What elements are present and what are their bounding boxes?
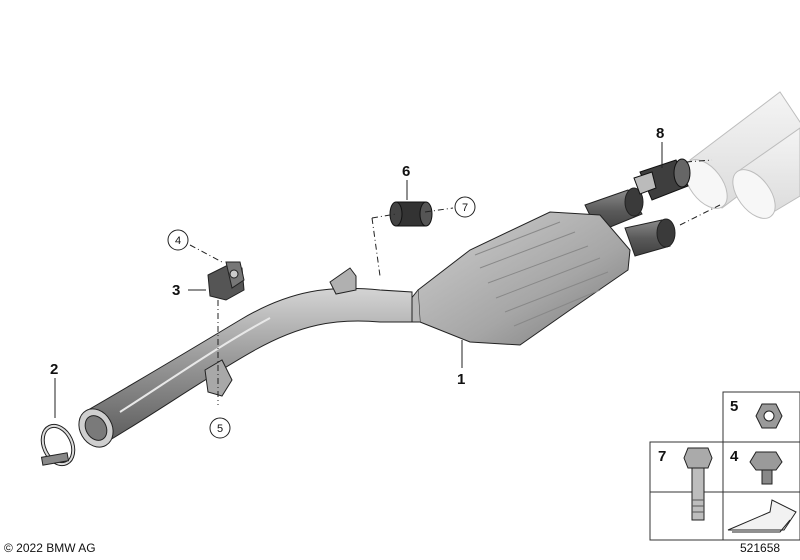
rubber-sleeve-icon (389, 201, 433, 227)
direction-arrow-icon (727, 499, 797, 533)
callout-1: 1 (457, 371, 465, 388)
callout-6: 6 (402, 163, 410, 180)
copyright-text: © 2022 BMW AG (4, 541, 96, 555)
legend-number-nut: 5 (730, 398, 739, 415)
bolt-icon (749, 451, 783, 485)
front-pipe (78, 287, 413, 448)
diagram-id: 521658 (740, 541, 781, 555)
legend-number-bolt: 4 (730, 448, 739, 465)
legend-panel (649, 391, 800, 541)
rear-silencer (409, 211, 631, 346)
callout-8: 8 (656, 125, 664, 142)
svg-text:5: 5 (217, 423, 223, 435)
callout-3: 3 (172, 282, 180, 299)
tail-pipe-lower (624, 218, 676, 257)
circle-callout-5: 5 (209, 417, 231, 439)
callout-2: 2 (50, 361, 58, 378)
band-clamp-icon (40, 423, 76, 467)
ghost-pipe-upper (684, 91, 800, 209)
guide-lines (189, 159, 721, 405)
svg-text:7: 7 (462, 202, 468, 214)
connecting-sleeve-icon (633, 158, 691, 201)
leader-lines (54, 142, 663, 418)
svg-text:4: 4 (175, 235, 181, 247)
ghost-pipe-lower (732, 127, 800, 219)
tail-pipe-upper (584, 187, 644, 233)
nut-icon (755, 403, 783, 429)
circle-callout-4: 4 (167, 229, 189, 251)
screw-icon (683, 447, 713, 521)
legend-number-screw: 7 (658, 448, 667, 465)
rubber-mount-icon (207, 261, 245, 301)
circle-callout-7: 7 (454, 196, 476, 218)
